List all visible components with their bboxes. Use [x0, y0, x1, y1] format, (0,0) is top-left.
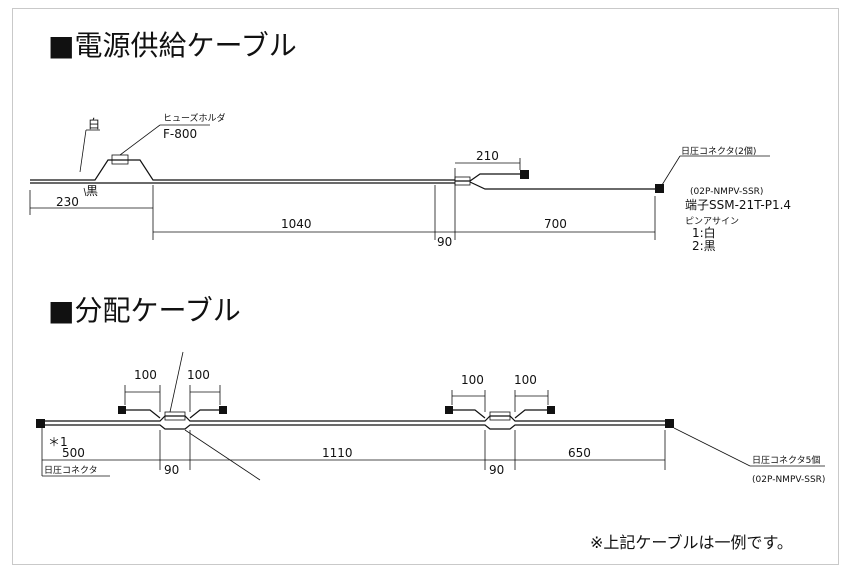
section2-labels: ＊1 日圧コネクタ 日圧コネクタ5個 (02P-NMPV-SSR) [41, 351, 825, 485]
dim-90-b: 90 [489, 463, 504, 477]
section2-title: ■分配ケーブル [48, 294, 241, 327]
dim-700: 700 [544, 217, 567, 231]
branch-connector-d [547, 406, 555, 414]
dim-1110: 1110 [322, 446, 353, 460]
dim-230: 230 [56, 195, 79, 209]
branch-connector-b [219, 406, 227, 414]
footnote: ※上記ケーブルは一例です。 [590, 533, 793, 552]
label-connector-spec-2: 端子SSM-21T-P1.4 [685, 198, 791, 212]
label-connector-spec-1: (02P-NMPV-SSR) [690, 187, 763, 197]
label-connector-left: 日圧コネクタ [44, 465, 98, 476]
label-star1: ＊1 [48, 435, 68, 449]
branch-connector-2 [655, 184, 664, 193]
label-pin2: 2:黒 [692, 239, 716, 253]
dim-1040: 1040 [281, 217, 312, 231]
section1-dimensions: 230 1040 90 210 700 [29, 149, 656, 249]
label-connector-2: 日圧コネクタ(2個) [681, 145, 756, 157]
dim-100-a: 100 [134, 368, 157, 382]
section1-labels: 白 黒 ヒューズホルダ F-800 日圧コネクタ(2個) (02P-NMPV-S… [79, 112, 791, 253]
section1-title: ■電源供給ケーブル [48, 29, 297, 62]
dim-650: 650 [568, 446, 591, 460]
label-black: 黒 [86, 184, 98, 198]
dim-100-c: 100 [461, 373, 484, 387]
label-connector-right-spec: (02P-NMPV-SSR) [752, 475, 825, 485]
distribution-cable [36, 406, 674, 430]
dim-210: 210 [476, 149, 499, 163]
dim-100-b: 100 [187, 368, 210, 382]
end-connector-left [36, 419, 45, 428]
label-fuse-model: F-800 [163, 127, 197, 141]
branch-connector-a [118, 406, 126, 414]
diagram-frame [12, 8, 839, 565]
branch-connector-1 [520, 170, 529, 179]
dim-100-d: 100 [514, 373, 537, 387]
label-pin-assign: ピンアサイン [685, 216, 739, 227]
branch-connector-c [445, 406, 453, 414]
label-white: 白 [88, 116, 100, 131]
label-fuse-holder: ヒューズホルダ [163, 112, 226, 124]
section2-dimensions: 100 100 100 100 500 90 1110 90 650 [42, 368, 666, 477]
power-cable [30, 154, 664, 193]
dim-500: 500 [62, 446, 85, 460]
dim-90: 90 [437, 235, 452, 249]
label-pin1: 1:白 [692, 225, 716, 240]
dim-90-a: 90 [164, 463, 179, 477]
label-connector-right: 日圧コネクタ5個 [752, 454, 820, 466]
end-connector-right [665, 419, 674, 428]
